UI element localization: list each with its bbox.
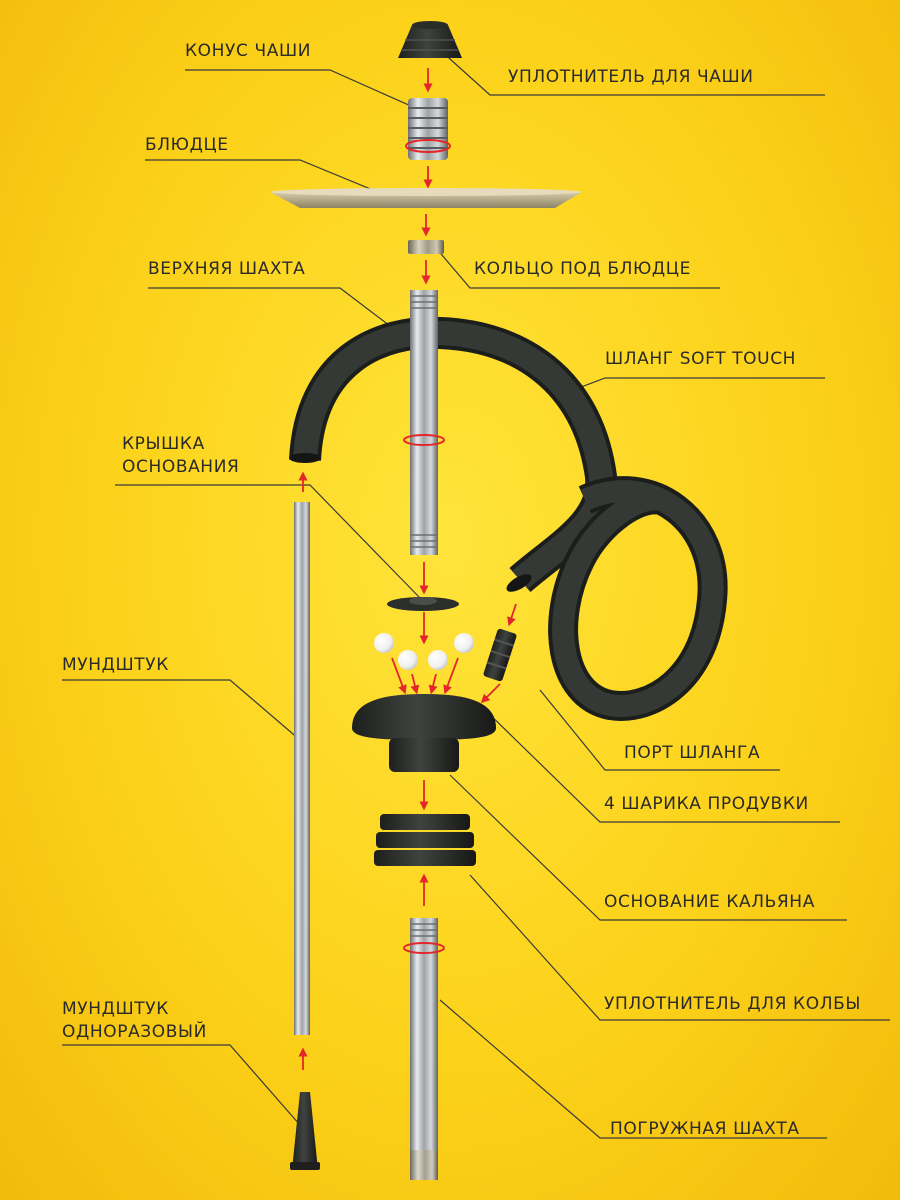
leader-downstem <box>439 999 827 1139</box>
label-disposable-line1: МУНДШТУК <box>62 999 169 1019</box>
label-disposable-line2: ОДНОРАЗОВЫЙ <box>62 1022 207 1042</box>
bowl-cone <box>405 98 451 160</box>
leader-flask-seal <box>469 874 890 1021</box>
leader-base-cap <box>115 484 421 599</box>
disposable-mouthpiece <box>290 1092 320 1170</box>
bowl-seal <box>398 21 462 58</box>
hose-soft-touch <box>289 316 728 721</box>
label-upper-shaft: ВЕРХНЯЯ ШАХТА <box>148 259 306 279</box>
purge-balls <box>374 633 474 670</box>
leader-disposable <box>62 1044 301 1126</box>
leader-hose <box>559 377 825 396</box>
label-hose: ШЛАНГ SOFT TOUCH <box>605 349 797 369</box>
hose-port <box>483 628 517 682</box>
hookah-base <box>352 694 496 772</box>
leader-lines <box>62 49 890 1139</box>
label-flask-seal: УПЛОТНИТЕЛЬ ДЛЯ КОЛБЫ <box>604 994 861 1014</box>
label-base-cap-line1: КРЫШКА <box>122 434 205 454</box>
downstem <box>403 918 445 1180</box>
upper-shaft <box>403 290 445 555</box>
leader-saucer-ring <box>435 247 720 289</box>
leader-hookah-base <box>449 774 847 921</box>
label-downstem: ПОГРУЖНАЯ ШАХТА <box>610 1119 800 1139</box>
saucer-ring <box>408 240 444 254</box>
saucer <box>270 188 582 208</box>
leader-bowl-cone <box>185 69 421 111</box>
label-purge-balls: 4 ШАРИКА ПРОДУВКИ <box>604 794 809 814</box>
leader-mouthpiece <box>62 679 301 741</box>
label-hookah-base: ОСНОВАНИЕ КАЛЬЯНА <box>604 892 815 912</box>
label-base-cap-line2: ОСНОВАНИЯ <box>122 457 240 477</box>
mouthpiece <box>294 502 310 1035</box>
leader-bowl-seal <box>439 49 825 96</box>
label-bowl-seal: УПЛОТНИТЕЛЬ ДЛЯ ЧАШИ <box>508 67 754 87</box>
label-saucer: БЛЮДЦЕ <box>145 135 229 155</box>
label-mouthpiece: МУНДШТУК <box>62 655 169 675</box>
leader-hose-port <box>539 689 780 771</box>
label-bowl-cone: КОНУС ЧАШИ <box>185 41 312 61</box>
leader-purge-balls <box>479 704 840 823</box>
label-hose-port: ПОРТ ШЛАНГА <box>624 743 761 763</box>
flask-seal <box>374 814 476 866</box>
label-saucer-ring: КОЛЬЦО ПОД БЛЮДЦЕ <box>474 259 691 279</box>
base-cap <box>387 597 459 611</box>
assembly-arrows <box>298 68 517 1070</box>
leader-saucer <box>145 159 386 196</box>
